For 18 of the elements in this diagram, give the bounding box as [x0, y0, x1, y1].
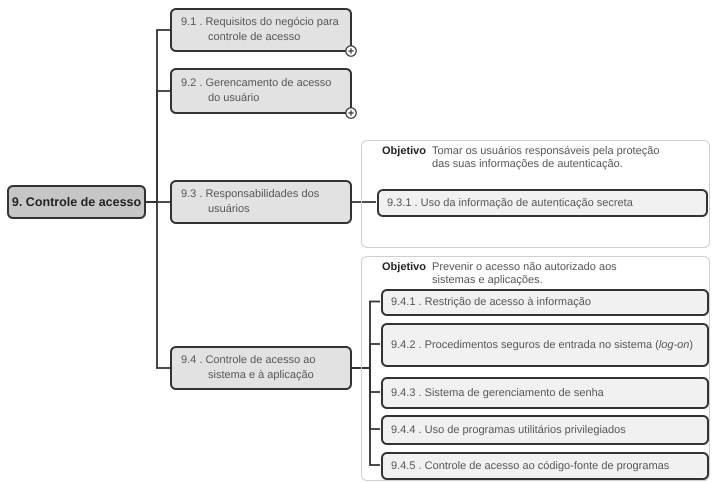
root-topic-box: 9. Controle de acesso — [7, 185, 146, 219]
objective-text: Prevenir o acesso não autorizado aos sistemas e aplicações. — [432, 261, 618, 287]
control-box: 9.3.1 . Uso da informação de autenticação secreta — [377, 189, 708, 217]
objective-panel — [361, 256, 710, 481]
control-box: 9.4.2 . Procedimentos seguros de entrada no sistema (log-on) — [381, 323, 709, 367]
control-box: 9.4.4 . Uso de programas utilitários privilegiados — [381, 415, 709, 445]
control-box: 9.4.3 . Sistema de gerenciamento de senha — [381, 377, 709, 409]
connector-line — [146, 201, 170, 369]
control-box: 9.4.1 . Restrição de acesso à informação — [381, 289, 709, 316]
topic-box: 9.3 . Responsabilidades dos usuários — [170, 180, 352, 224]
objective-heading: Objetivo — [382, 145, 426, 159]
objective-text: Tomar os usuários responsáveis pela proteção das suas informações de autenticação. — [432, 145, 660, 171]
objective-heading: Objetivo — [382, 261, 426, 275]
objective-panel — [361, 140, 710, 248]
topic-box: 9.4 . Controle de acesso ao sistema e à aplicação — [170, 346, 352, 390]
control-box: 9.4.5 . Controle de acesso ao código-fonte de programas — [381, 452, 709, 480]
connector-line — [352, 367, 380, 466]
connector-line — [352, 201, 376, 203]
